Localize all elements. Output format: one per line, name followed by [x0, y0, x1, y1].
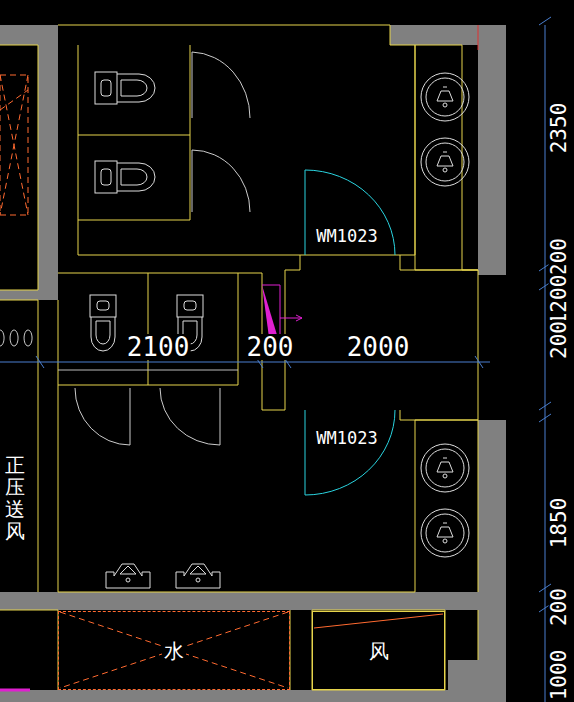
- dimension: 1000: [549, 649, 570, 702]
- dimension: 200: [246, 334, 295, 360]
- shaft-label: 风: [367, 640, 391, 662]
- dimension: 2350: [549, 102, 570, 155]
- door-tag: WM1023: [315, 228, 378, 245]
- dimension: 1200: [549, 274, 570, 327]
- room-note: 正压送风: [4, 454, 26, 542]
- dimension: 200: [549, 320, 570, 360]
- shaft-label: 水: [162, 640, 186, 662]
- dimension: 2000: [346, 334, 411, 360]
- dimension: 2100: [126, 334, 191, 360]
- dimension: 200: [549, 237, 570, 277]
- dimension: 1850: [549, 497, 570, 550]
- shaft-box: 水: [58, 611, 290, 690]
- door-tag: WM1023: [315, 430, 378, 447]
- dimension: 200: [549, 587, 570, 627]
- shaft-box: 风: [312, 611, 445, 690]
